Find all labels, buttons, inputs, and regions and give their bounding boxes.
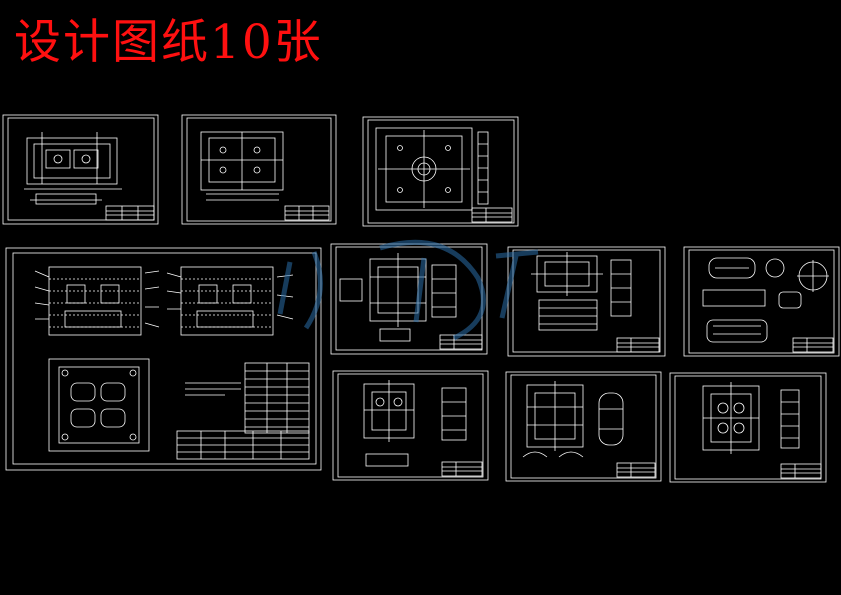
drawing-sheet-2[interactable] xyxy=(181,114,337,225)
drawing-sheet-6[interactable] xyxy=(507,246,666,357)
drawing-sheet-10[interactable] xyxy=(669,372,827,483)
drawing-sheet-8[interactable] xyxy=(332,370,489,481)
drawing-sheet-1[interactable] xyxy=(2,114,159,225)
drawing-sheet-3[interactable] xyxy=(362,116,519,227)
drawing-sheet-7[interactable] xyxy=(683,246,840,357)
page-title: 设计图纸10张 xyxy=(14,15,323,70)
drawing-sheet-5[interactable] xyxy=(330,243,488,355)
drawing-sheet-9[interactable] xyxy=(505,371,662,482)
drawing-sheet-4[interactable] xyxy=(5,247,322,471)
